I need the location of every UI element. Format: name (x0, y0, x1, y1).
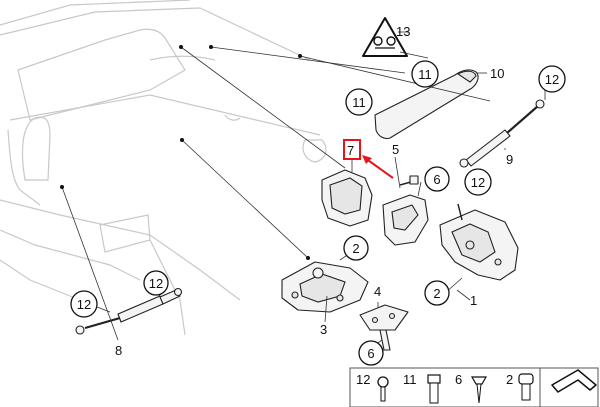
screw-icon (470, 376, 488, 404)
fastener-legend: 12 11 6 2 (349, 367, 599, 407)
gas-strut-left (75, 287, 183, 335)
callout-2-lock: 2 (433, 286, 440, 301)
callout-circles (70, 60, 566, 366)
callout-plain-labels: 13 10 9 5 7 1 4 3 8 (115, 24, 513, 358)
callout-13: 13 (396, 24, 410, 39)
leader-lines (61, 31, 546, 346)
callout-12-left-strut-top: 12 (149, 276, 163, 291)
callout-10: 10 (490, 66, 504, 81)
callout-11-handle-end: 11 (352, 95, 366, 110)
torx-bolt-icon (518, 373, 534, 401)
callout-9: 9 (506, 152, 513, 167)
direction-arrow-icon (551, 369, 597, 393)
callout-6-bracket: 6 (433, 172, 440, 187)
tailgate-handle (374, 69, 479, 140)
warning-triangle-label (362, 17, 408, 57)
striker-latch (281, 261, 369, 313)
callout-5: 5 (392, 142, 399, 157)
callout-7: 7 (347, 143, 354, 158)
callout-2-latch: 2 (352, 241, 359, 256)
mounting-plate (359, 304, 409, 351)
bolt-icon (427, 374, 441, 404)
callout-labels: 11 11 12 12 6 2 2 12 12 6 (77, 67, 559, 361)
tailgate-lock (439, 203, 519, 281)
hinge-bracket (382, 175, 429, 246)
car-rear-outline (0, 0, 327, 336)
callout-12-left-strut-bottom: 12 (77, 297, 91, 312)
bracket-cover (321, 169, 373, 227)
legend-6: 6 (455, 372, 462, 387)
callout-8: 8 (115, 343, 122, 358)
clip-icon (377, 376, 389, 402)
callout-1: 1 (470, 293, 477, 308)
callout-12-strut-top: 12 (545, 72, 559, 87)
callout-3: 3 (320, 322, 327, 337)
leader-dots (60, 45, 310, 260)
legend-2: 2 (506, 372, 513, 387)
gas-strut-right (459, 99, 545, 168)
callout-12-strut-bottom: 12 (471, 175, 485, 190)
highlight-marker (343, 139, 394, 179)
legend-12: 12 (356, 372, 370, 387)
callout-4: 4 (374, 284, 381, 299)
callout-11-handle: 11 (418, 67, 432, 82)
callout-6-plate: 6 (367, 346, 374, 361)
legend-11: 11 (403, 372, 417, 387)
